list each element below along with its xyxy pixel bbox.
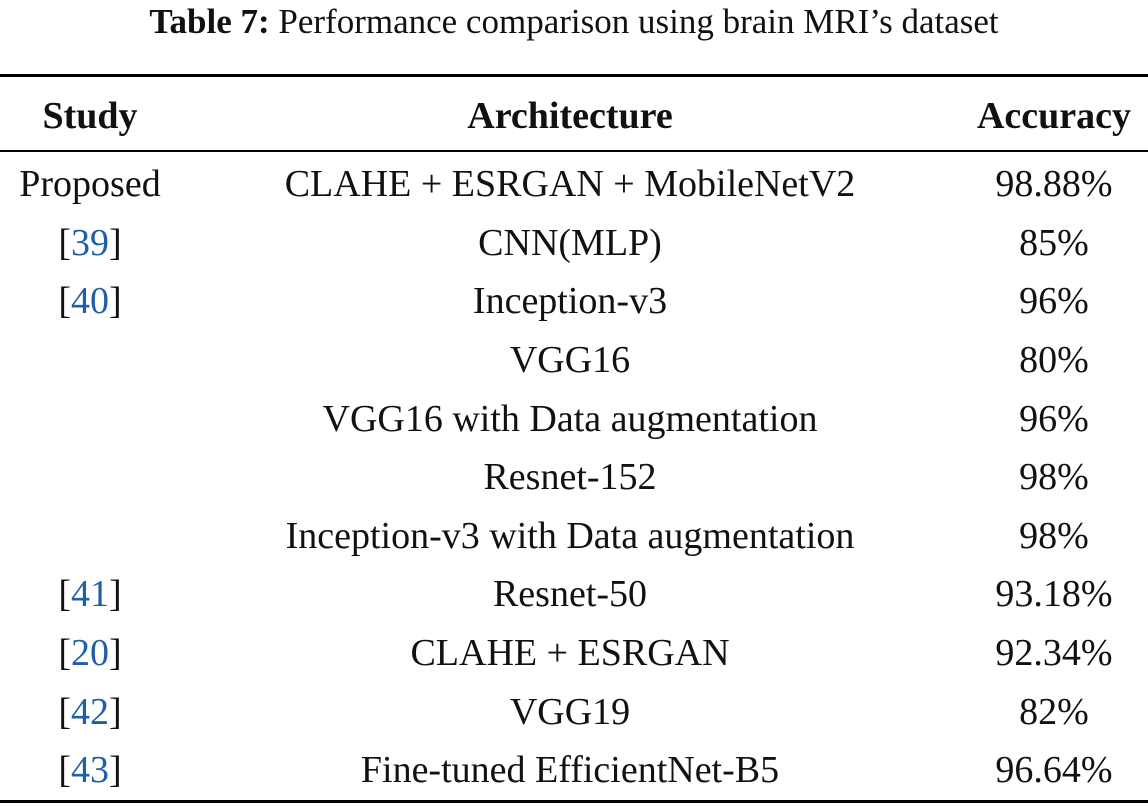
study-cell: [40] [0,272,180,331]
table-body: Proposed CLAHE + ESRGAN + MobileNetV2 98.8… [0,155,1148,800]
table-row: Resnet-152 98% [0,448,1148,507]
table-row: [39] CNN(MLP) 85% [0,214,1148,273]
study-cell [0,331,180,390]
citation-link[interactable]: 39 [71,221,109,264]
citation-link[interactable]: 42 [71,690,109,733]
citation-open-bracket: [ [58,690,71,733]
accuracy-cell: 96.64% [995,749,1113,792]
architecture-cell: Inception-v3 [472,280,668,323]
architecture-cell: VGG16 with Data augmentation [322,397,818,440]
study-name: Proposed [19,163,161,206]
caption-text: Performance comparison using brain MRI’s… [278,2,999,41]
table-row: VGG16 80% [0,331,1148,390]
citation-link[interactable]: 41 [71,573,109,616]
architecture-cell: VGG19 [509,690,631,733]
citation-close-bracket: ] [109,749,122,792]
accuracy-cell: 98% [1019,456,1089,499]
table-row: Inception-v3 with Data augmentation 98% [0,507,1148,566]
table-header-rule [0,150,1148,152]
accuracy-cell: 96% [1019,280,1089,323]
header-architecture: Architecture [467,95,673,137]
citation-open-bracket: [ [58,632,71,675]
architecture-cell: Resnet-50 [492,573,648,616]
table-row: [42] VGG19 82% [0,682,1148,741]
accuracy-cell: 82% [1019,690,1089,733]
citation-close-bracket: ] [109,573,122,616]
table-row: [40] Inception-v3 96% [0,272,1148,331]
table-bottom-rule [0,800,1148,803]
architecture-cell: VGG16 [509,339,631,382]
citation-link[interactable]: 40 [71,280,109,323]
study-cell [0,389,180,448]
study-cell: Proposed [0,155,180,214]
accuracy-cell: 80% [1019,339,1089,382]
architecture-cell: CNN(MLP) [478,221,662,264]
table-top-rule [0,74,1148,77]
caption-label: Table 7: [149,2,270,41]
study-cell: [43] [0,741,180,800]
architecture-cell: Resnet-152 [483,456,657,499]
header-row: Study Architecture Accuracy [0,77,1148,155]
table-row: VGG16 with Data augmentation 96% [0,389,1148,448]
accuracy-cell: 85% [1019,221,1089,264]
table-caption: Table 7: Performance comparison using br… [0,0,1148,44]
accuracy-cell: 98% [1019,514,1089,557]
accuracy-cell: 96% [1019,397,1089,440]
citation-link[interactable]: 43 [71,749,109,792]
citation-close-bracket: ] [109,280,122,323]
study-cell: [20] [0,624,180,683]
architecture-cell: CLAHE + ESRGAN [410,632,730,675]
citation-open-bracket: [ [58,221,71,264]
header-accuracy: Accuracy [976,95,1132,137]
architecture-cell: Fine-tuned EfficientNet-B5 [360,749,780,792]
citation-close-bracket: ] [109,690,122,733]
study-cell [0,507,180,566]
study-cell: [39] [0,214,180,273]
study-cell: [42] [0,682,180,741]
citation-close-bracket: ] [109,632,122,675]
table-row: [43] Fine-tuned EfficientNet-B5 96.64% [0,741,1148,800]
study-cell: [41] [0,565,180,624]
table-row: Proposed CLAHE + ESRGAN + MobileNetV2 98.8… [0,155,1148,214]
table-row: [20] CLAHE + ESRGAN 92.34% [0,624,1148,683]
architecture-cell: Inception-v3 with Data augmentation [285,514,855,557]
citation-open-bracket: [ [58,280,71,323]
architecture-cell: CLAHE + ESRGAN + MobileNetV2 [284,163,856,206]
citation-close-bracket: ] [109,221,122,264]
study-cell [0,448,180,507]
citation-link[interactable]: 20 [71,632,109,675]
citation-open-bracket: [ [58,749,71,792]
accuracy-cell: 92.34% [995,632,1113,675]
header-study: Study [42,95,138,137]
citation-open-bracket: [ [58,573,71,616]
accuracy-cell: 93.18% [995,573,1113,616]
table-row: [41] Resnet-50 93.18% [0,565,1148,624]
accuracy-cell: 98.88% [995,163,1113,206]
